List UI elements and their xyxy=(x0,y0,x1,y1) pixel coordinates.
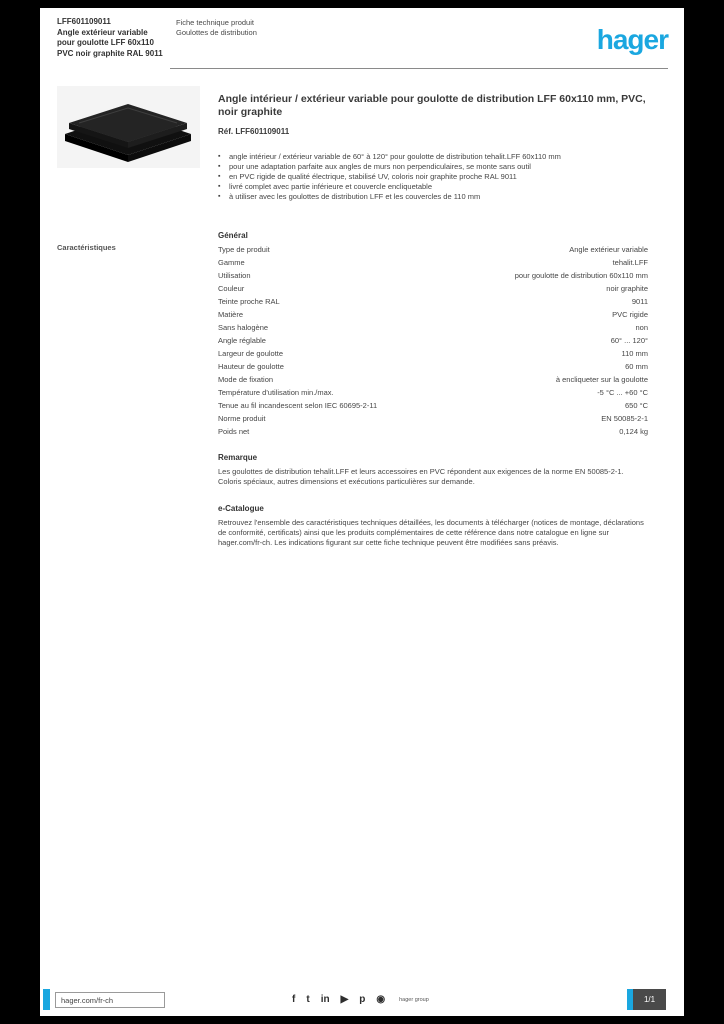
header-meta-line: Goulottes de distribution xyxy=(176,28,257,37)
feature-list: angle intérieur / extérieur variable de … xyxy=(218,152,648,202)
hager-logo: hager xyxy=(596,24,669,55)
info-section: e-Catalogue Retrouvez l'ensemble des car… xyxy=(218,503,648,548)
header-product-line: pour goulotte LFF 60x110 xyxy=(57,38,154,47)
table-row: Tenue au fil incandescent selon IEC 6069… xyxy=(218,399,648,412)
table-row: Type de produit Angle extérieur variable xyxy=(218,243,648,256)
spec-value: 60 mm xyxy=(625,362,648,371)
spec-label: Largeur de goulotte xyxy=(218,349,284,358)
header-product-block: LFF601109011 Angle extérieur variable po… xyxy=(57,17,179,59)
table-row: Matière PVC rigide xyxy=(218,308,648,321)
spec-label: Poids net xyxy=(218,427,250,436)
spec-label: Couleur xyxy=(218,284,245,293)
twitter-icon[interactable]: t xyxy=(306,994,310,1005)
feature-item: en PVC rigide de qualité électrique, sta… xyxy=(218,172,648,182)
spec-label: Température d'utilisation min./max. xyxy=(218,388,334,397)
spec-value: tehalit.LFF xyxy=(612,258,648,267)
website-link[interactable]: hager.com/fr-ch xyxy=(55,992,165,1008)
spec-value: à encliqueter sur la goulotte xyxy=(555,375,648,384)
youtube-icon[interactable]: ▶ xyxy=(340,994,349,1005)
spec-value: 0,124 kg xyxy=(619,427,648,436)
spec-label: Type de produit xyxy=(218,245,270,254)
header-product-line: Angle extérieur variable xyxy=(57,27,148,37)
header-divider xyxy=(170,68,668,69)
table-row: Sans halogène non xyxy=(218,321,648,334)
spec-table: Général Type de produit Angle extérieur … xyxy=(218,229,648,438)
table-row: Poids net 0,124 kg xyxy=(218,425,648,438)
header-product-line: LFF601109011 xyxy=(57,17,111,26)
header-product-line: PVC noir graphite RAL 9011 xyxy=(57,48,163,58)
main-content: Angle intérieur / extérieur variable pou… xyxy=(218,93,648,548)
page-number-badge: 1/1 xyxy=(633,989,666,1010)
table-row: Couleur noir graphite xyxy=(218,282,648,295)
social-icons: f t in ▶ p ◉ hager group xyxy=(292,993,429,1006)
linkedin-icon[interactable]: in xyxy=(320,994,330,1005)
info-title: e-Catalogue xyxy=(218,504,264,513)
spec-value: 9011 xyxy=(631,297,648,306)
header-meta-line: Fiche technique produit xyxy=(176,18,254,27)
note-text: Les goulottes de distribution tehalit.LF… xyxy=(218,467,624,486)
table-row: Hauteur de goulotte 60 mm xyxy=(218,360,648,373)
feature-item: angle intérieur / extérieur variable de … xyxy=(218,152,648,162)
spec-label: Tenue au fil incandescent selon IEC 6069… xyxy=(218,401,378,410)
table-row: Gamme tehalit.LFF xyxy=(218,256,648,269)
spec-value: pour goulotte de distribution 60x110 mm xyxy=(514,271,648,280)
feature-item: livré complet avec partie inférieure et … xyxy=(218,182,648,192)
footer-accent-bar xyxy=(43,989,50,1010)
social-caption: hager group xyxy=(399,996,429,1003)
spec-label: Sans halogène xyxy=(218,323,269,332)
table-row: Température d'utilisation min./max. -5 °… xyxy=(218,386,648,399)
spec-value: Angle extérieur variable xyxy=(569,245,648,254)
facebook-icon[interactable]: f xyxy=(292,994,296,1005)
spec-label: Gamme xyxy=(218,258,245,267)
page-accent-bar xyxy=(627,989,633,1010)
spec-label: Angle réglable xyxy=(218,336,266,345)
product-reference: Réf. LFF601109011 xyxy=(218,127,290,136)
table-row: Teinte proche RAL 9011 xyxy=(218,295,648,308)
feature-item: pour une adaptation parfaite aux angles … xyxy=(218,162,648,172)
product-title: Angle intérieur / extérieur variable pou… xyxy=(218,93,646,118)
header-meta: Fiche technique produit Goulottes de dis… xyxy=(176,18,326,38)
pinterest-icon[interactable]: p xyxy=(359,994,366,1005)
spec-value: EN 50085-2-1 xyxy=(601,414,648,423)
spec-label: Mode de fixation xyxy=(218,375,274,384)
datasheet-page: LFF601109011 Angle extérieur variable po… xyxy=(40,8,684,1016)
spec-value: 650 °C xyxy=(624,401,648,410)
spec-value: non xyxy=(635,323,648,332)
instagram-icon[interactable]: ◉ xyxy=(376,994,386,1005)
spec-group-title: Général xyxy=(218,231,248,240)
table-row: Utilisation pour goulotte de distributio… xyxy=(218,269,648,282)
spec-value: 60° ... 120° xyxy=(610,336,648,345)
table-row: Largeur de goulotte 110 mm xyxy=(218,347,648,360)
note-title: Remarque xyxy=(218,453,258,462)
spec-value: noir graphite xyxy=(606,284,648,293)
info-text: Retrouvez l'ensemble des caractéristique… xyxy=(218,518,644,547)
spec-value: 110 mm xyxy=(621,349,648,358)
spec-value: -5 °C ... +60 °C xyxy=(597,388,648,397)
note-section: Remarque Les goulottes de distribution t… xyxy=(218,452,648,487)
spec-label: Utilisation xyxy=(218,271,251,280)
table-row: Norme produit EN 50085-2-1 xyxy=(218,412,648,425)
product-photo xyxy=(57,86,200,168)
spec-label: Matière xyxy=(218,310,244,319)
table-row: Angle réglable 60° ... 120° xyxy=(218,334,648,347)
spec-label: Hauteur de goulotte xyxy=(218,362,284,371)
spec-label: Teinte proche RAL xyxy=(218,297,280,306)
margin-section-label: Caractéristiques xyxy=(57,243,116,252)
feature-item: à utiliser avec les goulottes de distrib… xyxy=(218,192,648,202)
table-row: Mode de fixation à encliqueter sur la go… xyxy=(218,373,648,386)
spec-label: Norme produit xyxy=(218,414,266,423)
spec-value: PVC rigide xyxy=(612,310,648,319)
